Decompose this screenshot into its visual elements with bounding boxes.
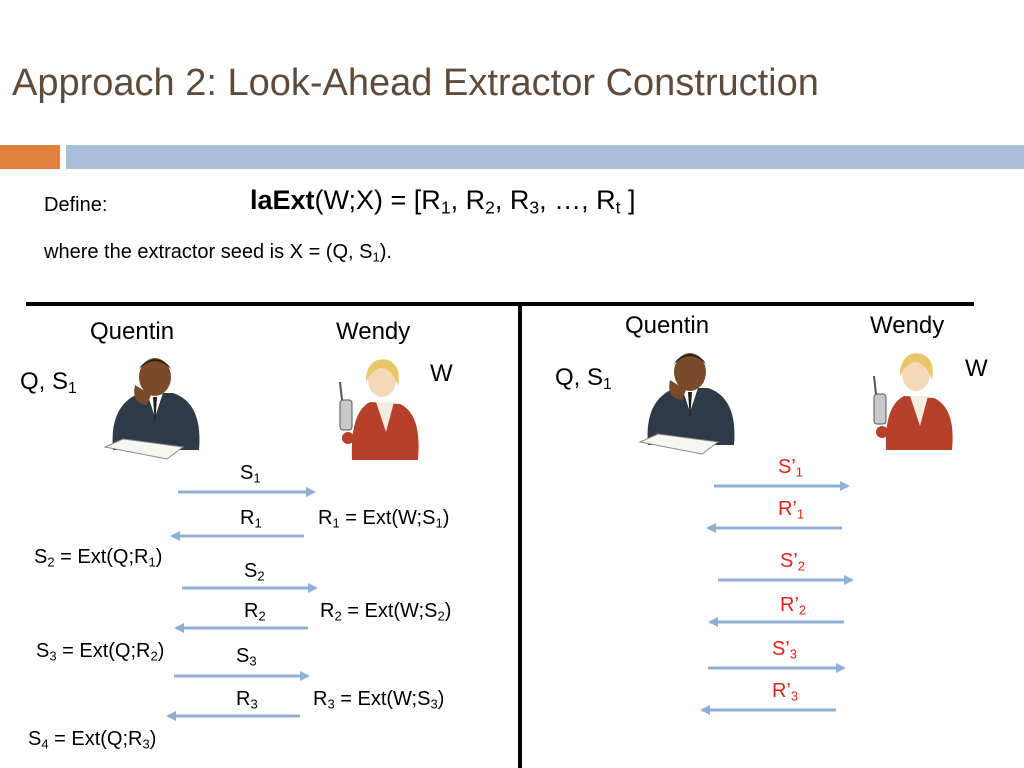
quentin-equation-3: S4 = Ext(Q;R3) xyxy=(28,728,157,752)
left-quentin-label: Quentin xyxy=(90,318,175,345)
slide-title: Approach 2: Look-Ahead Extractor Constru… xyxy=(12,62,819,104)
left-msg-1: S1 xyxy=(240,462,261,486)
quentin-man-on-phone-icon xyxy=(103,358,200,460)
accent-bar-orange xyxy=(0,145,60,169)
accent-bar-blue xyxy=(66,145,1024,169)
left-msg-2: R1 xyxy=(240,507,262,531)
formula-name: laExt xyxy=(250,185,315,215)
wendy-equation-2: R2 = Ext(W;S2) xyxy=(320,600,452,624)
left-msg-4: R2 xyxy=(244,600,266,624)
right-wendy-input: W xyxy=(965,355,988,382)
quentin-man-on-phone-icon xyxy=(638,353,735,455)
left-msg-6: R3 xyxy=(236,688,258,712)
quentin-equation-2: S3 = Ext(Q;R2) xyxy=(36,640,165,664)
right-msg-2: R’1 xyxy=(778,498,805,522)
left-msg-3: S2 xyxy=(244,560,265,584)
seed-definition: where the extractor seed is X = (Q, S1). xyxy=(44,241,392,265)
right-msg-5: S’3 xyxy=(772,638,798,662)
laext-formula: laExt(W;X) = [R1, R2, R3, …, Rt ] xyxy=(250,185,636,218)
wendy-equation-3: R3 = Ext(W;S3) xyxy=(313,688,445,712)
right-msg-4: R’2 xyxy=(780,594,807,618)
right-quentin-label: Quentin xyxy=(625,312,710,339)
horizontal-divider xyxy=(26,302,974,306)
left-msg-5: S3 xyxy=(236,645,257,669)
left-wendy-label: Wendy xyxy=(336,318,411,345)
vertical-divider xyxy=(518,304,522,768)
right-wendy-label: Wendy xyxy=(870,312,945,339)
right-quentin-input: Q, S1 xyxy=(555,364,612,393)
right-msg-1: S’1 xyxy=(778,456,804,480)
define-label: Define: xyxy=(44,194,108,216)
left-quentin-input: Q, S1 xyxy=(20,368,77,397)
left-wendy-input: W xyxy=(430,360,453,387)
right-msg-6: R’3 xyxy=(772,680,799,704)
quentin-equation-1: S2 = Ext(Q;R1) xyxy=(34,546,163,570)
wendy-woman-on-phone-icon xyxy=(339,359,419,460)
right-msg-3: S’2 xyxy=(780,550,806,574)
wendy-woman-on-phone-icon xyxy=(873,353,953,450)
wendy-equation-1: R1 = Ext(W;S1) xyxy=(318,507,450,531)
